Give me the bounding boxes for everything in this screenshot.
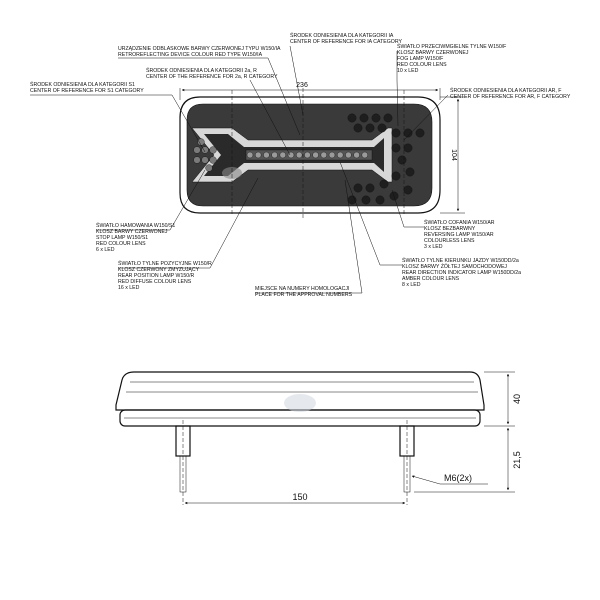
cluster-led bbox=[405, 167, 415, 177]
indicator-led bbox=[255, 151, 262, 159]
svg-text:URZĄDZENIE ODBLASKOWE BARWY CZ: URZĄDZENIE ODBLASKOWE BARWY CZERWONEJ TY… bbox=[118, 46, 281, 58]
indicator-led bbox=[304, 151, 311, 159]
cluster-led bbox=[353, 123, 363, 133]
cluster-led bbox=[383, 113, 393, 123]
stud-length-dimension: 21,5 bbox=[414, 427, 522, 493]
indicator-led bbox=[287, 151, 295, 159]
stop-led bbox=[209, 156, 217, 164]
width-value: 236 bbox=[296, 82, 308, 89]
indicator-led bbox=[353, 151, 360, 159]
watermark-logo bbox=[284, 394, 316, 412]
cluster-led bbox=[375, 195, 385, 205]
front-view-lamp bbox=[179, 96, 441, 214]
callout-retroreflector: URZĄDZENIE ODBLASKOWE BARWY CZERWONEJ TY… bbox=[118, 46, 301, 136]
cluster-led bbox=[391, 171, 401, 181]
cluster-led bbox=[347, 113, 357, 123]
homologation-mark bbox=[222, 167, 242, 179]
cluster-led bbox=[371, 113, 381, 123]
cluster-led bbox=[397, 155, 407, 165]
cluster-led bbox=[353, 183, 363, 193]
thread-callout: M6(2x) bbox=[411, 473, 488, 485]
stop-led bbox=[201, 146, 209, 154]
height-value: 104 bbox=[450, 149, 457, 161]
depth-value: 40 bbox=[512, 394, 522, 404]
side-view-lamp bbox=[115, 371, 485, 505]
stop-led bbox=[209, 146, 217, 154]
svg-text:ŚRODEK ODNIESIENIA DLA KATEGOR: ŚRODEK ODNIESIENIA DLA KATEGORII S1CENTE… bbox=[30, 80, 144, 94]
indicator-led bbox=[337, 151, 344, 159]
cluster-led bbox=[391, 128, 401, 138]
stop-led bbox=[197, 138, 205, 146]
svg-text:ŚRODEK ODNIESIENIA DLA KATEGOR: ŚRODEK ODNIESIENIA DLA KATEGORII AR, FCE… bbox=[450, 86, 571, 100]
depth-dimension: 40 bbox=[484, 371, 522, 427]
stop-led bbox=[205, 164, 213, 172]
side-view-housing bbox=[115, 371, 485, 411]
indicator-led bbox=[296, 151, 303, 159]
cluster-led bbox=[379, 179, 389, 189]
stud-spacing-dimension: 150 bbox=[184, 492, 406, 505]
indicator-led bbox=[246, 151, 254, 159]
stop-led bbox=[193, 146, 201, 154]
stop-lamp-leds bbox=[193, 138, 217, 172]
indicator-led bbox=[263, 151, 270, 159]
cluster-led bbox=[377, 123, 387, 133]
indicator-leds bbox=[246, 151, 368, 159]
cluster-led bbox=[391, 143, 401, 153]
stud-spacing-value: 150 bbox=[292, 492, 307, 502]
svg-text:ŚWIATŁO TYLNE KIERUNKU JAZDY W: ŚWIATŁO TYLNE KIERUNKU JAZDY W150DD/2aKL… bbox=[402, 256, 521, 288]
cluster-led bbox=[403, 185, 413, 195]
cluster-led bbox=[415, 128, 425, 138]
indicator-led bbox=[320, 151, 327, 159]
cluster-led bbox=[365, 123, 375, 133]
height-dimension: 104 bbox=[440, 96, 465, 214]
indicator-led bbox=[328, 151, 336, 159]
width-dimension: 236 bbox=[179, 82, 441, 100]
svg-text:ŚRODEK ODNIESIENIA DLA KATEGOR: ŚRODEK ODNIESIENIA DLA KATEGORII IACENTE… bbox=[290, 31, 402, 45]
cluster-led bbox=[359, 113, 369, 123]
cluster-led bbox=[403, 143, 413, 153]
stop-led bbox=[201, 156, 209, 164]
indicator-led bbox=[361, 151, 368, 159]
indicator-led bbox=[345, 151, 352, 159]
stud-length-value: 21,5 bbox=[512, 451, 522, 469]
cluster-led bbox=[361, 195, 371, 205]
indicator-led bbox=[271, 151, 278, 159]
thread-value: M6(2x) bbox=[444, 473, 472, 483]
svg-text:ŚWIATŁO PRZECIWMGIELNE TYLNE W: ŚWIATŁO PRZECIWMGIELNE TYLNE W150/FKLOSZ… bbox=[397, 42, 506, 74]
cluster-led bbox=[365, 183, 375, 193]
stop-led bbox=[193, 156, 201, 164]
indicator-led bbox=[279, 151, 286, 159]
indicator-led bbox=[312, 151, 319, 159]
svg-text:ŚRODEK ODNIESIENIA DLA KATEGOR: ŚRODEK ODNIESIENIA DLA KATEGORII 2a, RCE… bbox=[146, 66, 278, 80]
